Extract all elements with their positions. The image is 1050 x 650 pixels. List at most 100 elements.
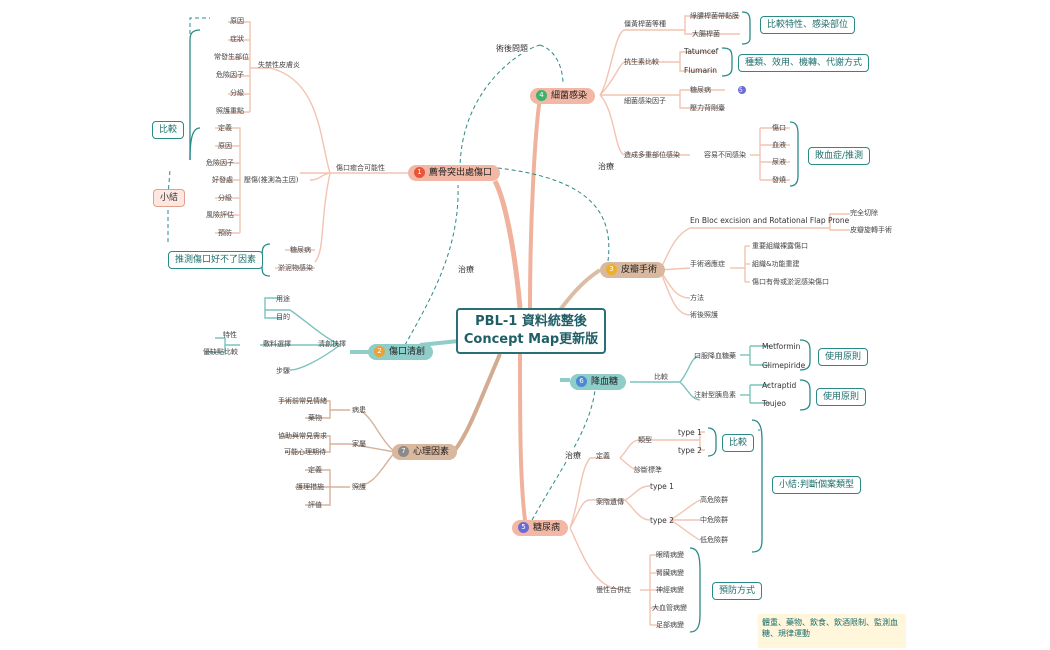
subtopic[interactable]: 定義	[308, 466, 322, 474]
subtopic[interactable]: 中危險群	[700, 516, 728, 524]
subtopic[interactable]: 腎臟病變	[656, 569, 684, 577]
subtopic[interactable]: 特性	[223, 331, 237, 339]
topic-debridement-choice[interactable]: 清創抉擇	[318, 340, 346, 348]
drug-flumarin[interactable]: Flumarin	[684, 66, 717, 75]
subtopic[interactable]: 藥物	[308, 414, 322, 422]
topic-infection-factors[interactable]: 細菌感染因子	[624, 97, 666, 105]
topic-type[interactable]: 類型	[638, 436, 652, 444]
central-topic[interactable]: PBL-1 資料統整後 Concept Map更新版	[456, 308, 606, 354]
subtopic[interactable]: 症狀	[230, 35, 244, 43]
topic-indications[interactable]: 手術適應症	[690, 260, 725, 268]
subtopic[interactable]: 協助與常見需求	[278, 432, 327, 440]
drug-glimepiride[interactable]: Glimepiride	[762, 361, 806, 370]
topic-heredity[interactable]: 案階遺傳	[596, 498, 624, 506]
subtopic[interactable]: 傷口	[772, 124, 786, 132]
subtopic[interactable]: 糖尿病	[290, 246, 311, 254]
subtopic[interactable]: 綠膿桿菌帶黏膜	[690, 12, 739, 20]
callout-usage-rule[interactable]: 使用原則	[818, 348, 869, 366]
topic-antibiotics[interactable]: 抗生素比較	[624, 58, 659, 66]
subtopic[interactable]: 組織&功能重建	[752, 260, 800, 268]
subtopic[interactable]: 大血管病變	[652, 604, 687, 612]
topic-insulin[interactable]: 注射型胰島素	[694, 391, 736, 399]
subtopic[interactable]: 血液	[772, 141, 786, 149]
subtopic[interactable]: type 2	[678, 446, 702, 455]
subtopic[interactable]: 發燒	[772, 176, 786, 184]
subtopic[interactable]: 風險評估	[206, 211, 234, 219]
drug-tatumcef[interactable]: Tatumcef	[684, 47, 719, 56]
drug-actraptid[interactable]: Actraptid	[762, 381, 797, 390]
subtopic[interactable]: 好發處	[212, 176, 233, 184]
subtopic[interactable]: 低危險群	[700, 536, 728, 544]
subtopic[interactable]: 高危險群	[700, 496, 728, 504]
topic-en-bloc[interactable]: En Bloc excision and Rotational Flap Pro…	[690, 216, 850, 225]
subtopic[interactable]: 護理措施	[296, 483, 324, 491]
topic-healing[interactable]: 傷口癒合可能性	[336, 164, 385, 172]
topic-family[interactable]: 家屬	[352, 440, 366, 448]
subtopic[interactable]: 壓力背剛臺	[690, 104, 725, 112]
subtopic[interactable]: 分級	[230, 89, 244, 97]
subtopic[interactable]: 容易不同感染	[704, 151, 746, 159]
callout-usage-rule[interactable]: 使用原則	[816, 388, 867, 406]
summary-note[interactable]: 體重、藥物、飲食、飲酒限制、監測血糖、規律運動	[758, 614, 906, 648]
callout-compare[interactable]: 比較	[152, 121, 185, 139]
callout-compare-types[interactable]: 比較	[722, 434, 755, 452]
drug-toujeo[interactable]: Toujeo	[762, 399, 786, 408]
subtopic[interactable]: 步驟	[276, 367, 290, 375]
topic-patient[interactable]: 病患	[352, 406, 366, 414]
subtopic[interactable]: 評值	[308, 501, 322, 509]
topic-postop-care[interactable]: 術後照護	[690, 311, 718, 319]
subtopic[interactable]: 完全切除	[850, 209, 878, 217]
topic-incontinence-dermatitis[interactable]: 失禁性皮膚炎	[258, 61, 300, 69]
subtopic[interactable]: 大腸桿菌	[692, 30, 720, 38]
topic-bacteria-species[interactable]: 僵黃桿菌等種	[624, 20, 666, 28]
callout-summary[interactable]: 小結	[153, 189, 186, 207]
callout-antibiotic-types[interactable]: 種類、效用、機轉、代謝方式	[738, 54, 870, 72]
topic-pressure-injury[interactable]: 壓傷(推測為主因)	[244, 176, 299, 184]
subtopic[interactable]: 敷料選擇	[263, 340, 291, 348]
subtopic[interactable]: 定義	[218, 124, 232, 132]
topic-compare[interactable]: 比較	[654, 373, 668, 381]
subtopic[interactable]: 重要組織裸露傷口	[752, 242, 808, 250]
subtopic[interactable]: 手術前常見情緒	[278, 397, 327, 405]
subtopic[interactable]: type 1	[678, 428, 702, 437]
subtopic[interactable]: 原因	[218, 142, 232, 150]
subtopic[interactable]: 預防	[218, 229, 232, 237]
callout-sepsis[interactable]: 敗血症/推測	[808, 147, 871, 165]
subtopic[interactable]: 原因	[230, 17, 244, 25]
subtopic[interactable]: 皮瓣旋轉手術	[850, 226, 892, 234]
topic-complications[interactable]: 慢性合併症	[596, 586, 631, 594]
subtopic[interactable]: 照護重點	[216, 107, 244, 115]
subtopic[interactable]: 用途	[276, 295, 290, 303]
subtopic[interactable]: 優缺點比較	[203, 348, 238, 356]
callout-infer-factors[interactable]: 推測傷口好不了因素	[168, 251, 264, 269]
subtopic[interactable]: 目的	[276, 313, 290, 321]
subtopic[interactable]: 可能心理期待	[284, 448, 326, 456]
topic-definition[interactable]: 定義	[596, 452, 610, 460]
subtopic[interactable]: type 1	[650, 482, 674, 491]
subtopic[interactable]: 淤泥物感染	[278, 264, 313, 272]
drug-metformin[interactable]: Metformin	[762, 342, 801, 351]
subtopic[interactable]: 危險因子	[206, 159, 234, 167]
topic-method[interactable]: 方法	[690, 294, 704, 302]
subtopic[interactable]: 神經病變	[656, 586, 684, 594]
subtopic[interactable]: 糖尿病	[690, 86, 711, 94]
callout-compare-infection[interactable]: 比較特性、感染部位	[760, 16, 856, 34]
callout-case-type[interactable]: 小結:判斷個案類型	[772, 476, 862, 494]
topic-diagnosis[interactable]: 診斷標準	[634, 466, 662, 474]
subtopic[interactable]: 傷口有骨或淤泥感染傷口	[752, 278, 829, 286]
topic-multi-site[interactable]: 造成多重部位感染	[624, 151, 680, 159]
subtopic[interactable]: 尿液	[772, 158, 786, 166]
subtopic[interactable]: 常發生部位	[214, 53, 249, 61]
subtopic[interactable]: 足部病變	[656, 621, 684, 629]
subtopic[interactable]: 危險因子	[216, 71, 244, 79]
subtopic[interactable]: type 2	[650, 516, 674, 525]
callout-prevention[interactable]: 預防方式	[712, 582, 763, 600]
topic-oral[interactable]: 口服降血糖藥	[694, 352, 736, 360]
